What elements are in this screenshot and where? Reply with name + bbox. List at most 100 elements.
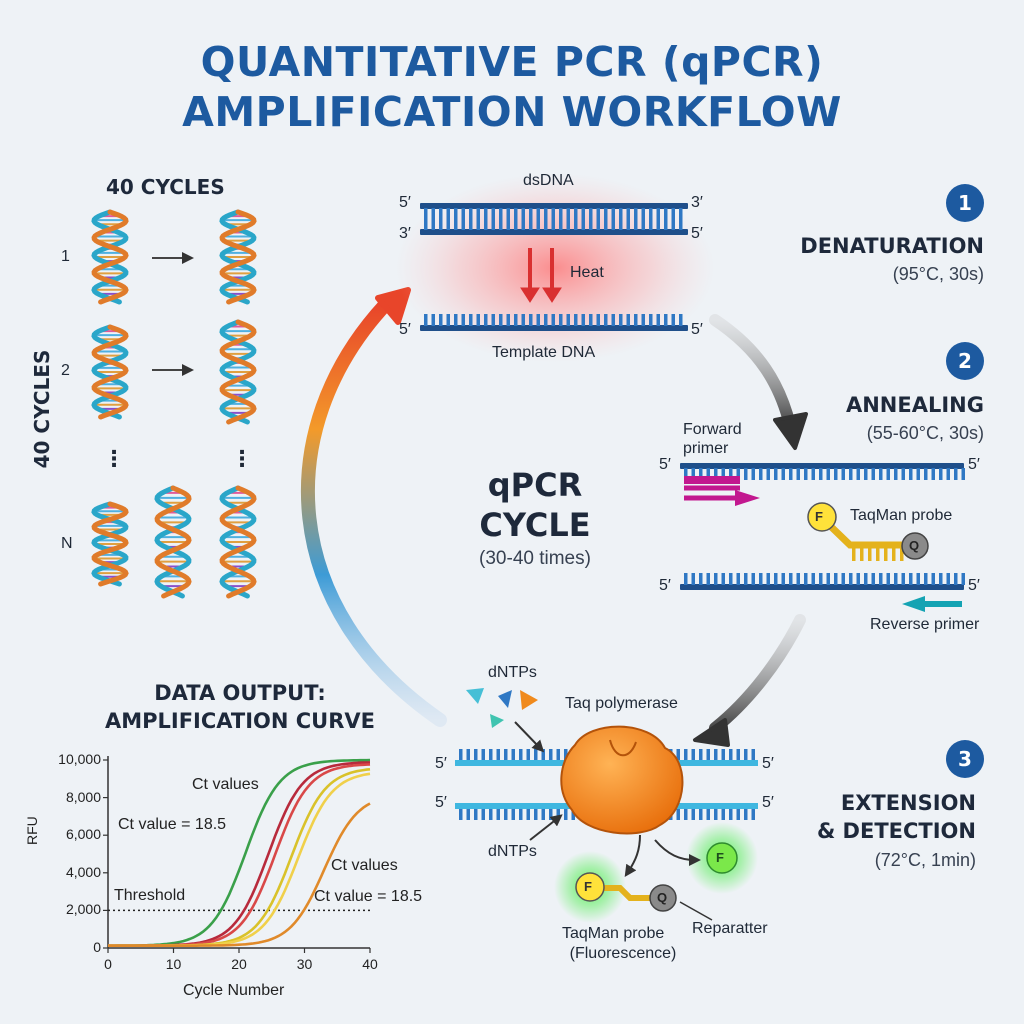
template-dna-label: Template DNA — [492, 344, 596, 361]
cycle-row-2-label: 2 — [61, 362, 70, 379]
annotation-ct-values-1: Ct values — [192, 776, 259, 793]
cycles-heading: 40 CYCLES — [106, 175, 225, 199]
fluor-circle — [807, 502, 837, 532]
cycle-row-n-label: N — [61, 535, 73, 552]
dsdna-top-strand — [420, 203, 688, 220]
dsdna-bottom-strand — [420, 218, 688, 235]
ext-top-5-right: 5′ — [762, 755, 774, 772]
y-tick-label-0: 0 — [93, 939, 101, 955]
anneal-top-strand — [680, 463, 965, 480]
center-title-1: qPCR — [487, 466, 583, 504]
template-dna-strand — [420, 314, 688, 331]
helix-row2-right — [219, 319, 257, 425]
cycle-arrow-left-head — [375, 287, 411, 325]
taq-polymerase — [560, 725, 684, 835]
fluor-letter: F — [815, 509, 823, 524]
helix-rowN-left — [91, 501, 129, 587]
anneal-bottom-5-left: 5′ — [659, 577, 671, 594]
title-line-2: AMPLIFICATION WORKFLOW — [182, 88, 842, 136]
step-3-badge: 3 — [946, 740, 984, 778]
denaturation-title: DENATURATION — [800, 234, 984, 258]
down-arrow — [624, 834, 641, 877]
forward-primer — [684, 476, 760, 506]
chart-title-line-1: DATA OUTPUT: — [154, 681, 326, 705]
cycles-side-label: 40 CYCLES — [30, 349, 54, 469]
probe-quencher-letter: Q — [657, 890, 668, 905]
reporter-label: Reparatter — [692, 920, 768, 937]
arrow-anneal-to-extend — [709, 614, 806, 734]
taqman-probe-label: TaqMan probe — [850, 507, 953, 524]
x-tick-label-0: 0 — [104, 956, 112, 972]
y-tick-label-4: 8,000 — [65, 788, 101, 805]
probe-fluor-label-1: TaqMan probe — [562, 925, 665, 942]
step-2-badge: 2 — [946, 342, 984, 380]
anneal-top-5-left: 5′ — [659, 456, 671, 473]
x-tick-label-1: 10 — [165, 956, 182, 972]
chart-y-label: RFU — [24, 816, 40, 845]
dsdna-top-5-end: 5′ — [399, 194, 411, 211]
extension-title-1: EXTENSION — [840, 791, 976, 815]
denaturation-condition: (95°C, 30s) — [892, 264, 984, 284]
probe-fluor-label-2: (Fluorescence) — [569, 945, 677, 962]
released-fluor — [706, 842, 738, 874]
quencher-letter: Q — [909, 538, 920, 553]
heat-glow — [395, 173, 715, 363]
x-tick-label-3: 30 — [296, 956, 313, 972]
dsdna-bottom-5-end: 5′ — [691, 225, 703, 242]
y-tick-label-3: 6,000 — [65, 826, 101, 843]
dntps-top-label: dNTPs — [488, 664, 537, 681]
helix-row1-right — [219, 209, 257, 305]
annotation-ct-value-1: Ct value = 18.5 — [118, 816, 227, 833]
x-tick-label-2: 20 — [231, 956, 247, 972]
annealing-title: ANNEALING — [845, 393, 984, 417]
helix-rowN-middle — [154, 485, 192, 599]
y-tick-label-2: 4,000 — [65, 863, 101, 880]
anneal-bottom-5-right: 5′ — [968, 577, 980, 594]
release-arrow — [654, 839, 701, 866]
cleaved-probe — [575, 872, 677, 912]
annotation-ct-values-2: Ct values — [331, 857, 398, 874]
extension-condition: (72°C, 1min) — [874, 850, 976, 870]
y-tick-label-1: 2,000 — [65, 901, 101, 918]
cycle-arrow-left — [301, 298, 447, 727]
quencher-circle — [901, 532, 929, 560]
reporter-pointer — [679, 901, 713, 921]
forward-primer-label: Forward primer — [683, 421, 742, 457]
dntp-arrow-top — [514, 721, 545, 753]
heat-label: Heat — [570, 264, 604, 281]
anneal-top-5-right: 5′ — [968, 456, 980, 473]
annotation-ct-value-2: Ct value = 18.5 — [314, 888, 423, 905]
dsdna-label: dsDNA — [523, 172, 574, 189]
helix-rowN-right — [219, 485, 257, 599]
arrow-denat-to-anneal-head — [773, 412, 808, 450]
polymerase-label: Taq polymerase — [565, 695, 678, 712]
ext-bottom-5-left: 5′ — [435, 794, 447, 811]
chart-x-label: Cycle Number — [183, 982, 285, 999]
title-line-1: QUANTITATIVE PCR (qPCR) — [200, 38, 824, 86]
center-note: (30-40 times) — [479, 548, 591, 569]
probe-fluor-letter: F — [584, 879, 592, 894]
y-tick-label-5: 10,000 — [58, 751, 101, 767]
ellipsis-left: ⋮ — [103, 446, 125, 471]
released-fluor-letter: F — [716, 850, 724, 865]
helix-grid — [91, 209, 257, 599]
chart-title-line-2: AMPLIFICATION CURVE — [104, 709, 376, 733]
annealing-condition: (55-60°C, 30s) — [866, 423, 984, 443]
cycle-row-1-label: 1 — [61, 248, 70, 265]
heat-arrows — [520, 248, 562, 303]
dsdna-top-3-end: 3′ — [691, 194, 703, 211]
x-tick-label-4: 40 — [362, 956, 378, 972]
reverse-primer — [902, 596, 962, 612]
ext-top-5-left: 5′ — [435, 755, 447, 772]
ext-bottom-5-right: 5′ — [762, 794, 774, 811]
ellipsis-right: ⋮ — [231, 446, 253, 471]
template-5-end-left: 5′ — [399, 321, 411, 338]
dntp-arrow-bottom — [529, 814, 563, 841]
reverse-primer-label: Reverse primer — [870, 616, 980, 633]
curve-series-6 — [108, 802, 371, 947]
dntp-shapes — [466, 688, 538, 728]
arrow-denat-to-anneal — [709, 314, 796, 431]
extension-title-2: & DETECTION — [816, 819, 976, 843]
